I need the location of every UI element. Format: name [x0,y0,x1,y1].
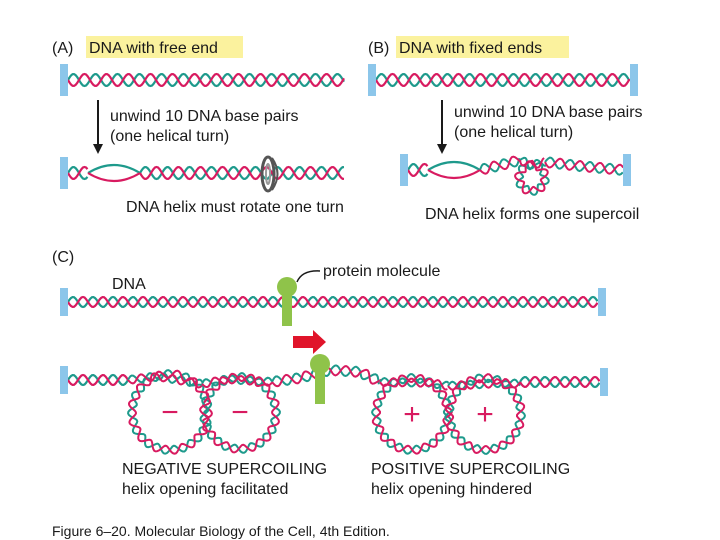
panel-b-title-highlight [396,36,569,58]
helix-a2-left-strand-teal [67,165,89,181]
unwound-bubble-a-strand-red [87,172,141,183]
negative-loop-2-strand-teal [199,372,281,454]
helix-b2-mid-strand-red [479,155,522,175]
panel-a-fixed-end-top [60,64,68,96]
helix-b1-strand-red [375,72,631,88]
panel-b-dna-helix-supercoiled [407,155,625,196]
unwound-bubble-b-strand-teal [427,160,481,171]
panel-a: (A) DNA with free end unwind 10 DNA base… [52,36,345,216]
panel-a-step-line1: unwind 10 DNA base pairs [110,108,299,125]
panel-a-fixed-end-bottom [60,157,68,189]
helix-a1-strand-teal [67,72,345,88]
panel-b-title: DNA with fixed ends [399,40,542,57]
helix-a2-right-strand-red [139,165,345,181]
helix-c2-end-strand-red [519,375,601,389]
supercoil-loop-b-strand-red [514,157,549,195]
rotation-icon [260,155,279,193]
helix-c1-strand-teal [67,295,599,309]
helix-a1-strand-red [67,72,345,88]
panel-c-fixed-end-left-bottom [60,366,68,394]
panel-c-dna-helix-top [67,295,599,309]
panel-a-step-line2: (one helical turn) [110,128,229,145]
helix-c1-strand-red [67,295,599,309]
positive-loop-1-strand-red [371,373,453,455]
panel-a-title-highlight [86,36,243,58]
helix-b1-strand-teal [375,72,631,88]
negative-loop-1-strand-red [127,369,213,455]
helix-c2-middle-strand-teal [271,364,380,386]
positive-sign-left: + [403,398,421,431]
dna-label: DNA [112,276,146,293]
negative-supercoiling-subtitle: helix opening facilitated [122,481,288,498]
panel-c-fixed-end-left-top [60,288,68,316]
protein-molecule-top [277,277,297,326]
figure-caption: Figure 6–20. Molecular Biology of the Ce… [52,523,390,539]
panel-b-fixed-end-left-top [368,64,376,96]
protein-molecule-bottom [310,354,330,404]
positive-sign-right: + [476,398,494,431]
helix-b2-mid-strand-teal [479,157,521,173]
panel-a-letter: (A) [52,40,73,57]
negative-supercoiling-title: NEGATIVE SUPERCOILING [122,461,327,478]
movement-arrow [293,330,326,354]
panel-a-dna-helix-top [67,72,345,88]
helix-b2-right-strand-teal [544,156,624,176]
negative-loop-2-strand-red [199,372,280,454]
panel-b-step-line1: unwind 10 DNA base pairs [454,104,643,121]
helix-a2-left-strand-red [67,165,89,181]
protein-leader-line [296,270,321,283]
helix-c2-start-strand-red [67,373,129,387]
negative-sign-right: − [231,396,249,429]
panel-c-fixed-end-right-bottom [600,368,608,396]
panel-b-dna-helix-top [375,72,631,88]
panel-b-step-line2: (one helical turn) [454,124,573,141]
panel-c-dna-helix-supercoiled [67,364,601,455]
panel-c: (C) DNA protein molecule − − + + NEGATIV… [52,249,608,498]
panel-b-fixed-end-right-bottom [623,154,631,186]
protein-label: protein molecule [323,263,441,280]
helix-a2-right-strand-teal [139,165,345,181]
helix-b2-left-strand-teal [407,162,429,178]
panel-b-letter: (B) [368,40,389,57]
helix-b2-left-strand-red [407,162,429,178]
panel-c-fixed-end-right-top [598,288,606,316]
positive-supercoiling-subtitle: helix opening hindered [371,481,532,498]
panel-a-dna-helix-unwound [67,163,345,183]
supercoil-loop-b-strand-teal [515,156,550,196]
unwound-bubble-a-strand-teal [87,163,141,174]
panel-b-fixed-end-left-bottom [400,154,408,186]
helix-b2-right-strand-red [544,157,625,175]
panel-b: (B) DNA with fixed ends unwind 10 DNA ba… [368,36,643,223]
panel-b-result: DNA helix forms one supercoil [425,206,639,223]
positive-supercoiling-title: POSITIVE SUPERCOILING [371,461,570,478]
panel-b-fixed-end-right-top [630,64,638,96]
panel-a-title: DNA with free end [89,40,218,57]
panel-c-letter: (C) [52,249,74,266]
panel-a-result: DNA helix must rotate one turn [126,199,344,216]
positive-loop-1-strand-teal [371,373,453,455]
unwound-bubble-b-strand-red [427,169,481,180]
negative-sign-left: − [161,396,179,429]
positive-loop-2-strand-red [444,373,526,455]
